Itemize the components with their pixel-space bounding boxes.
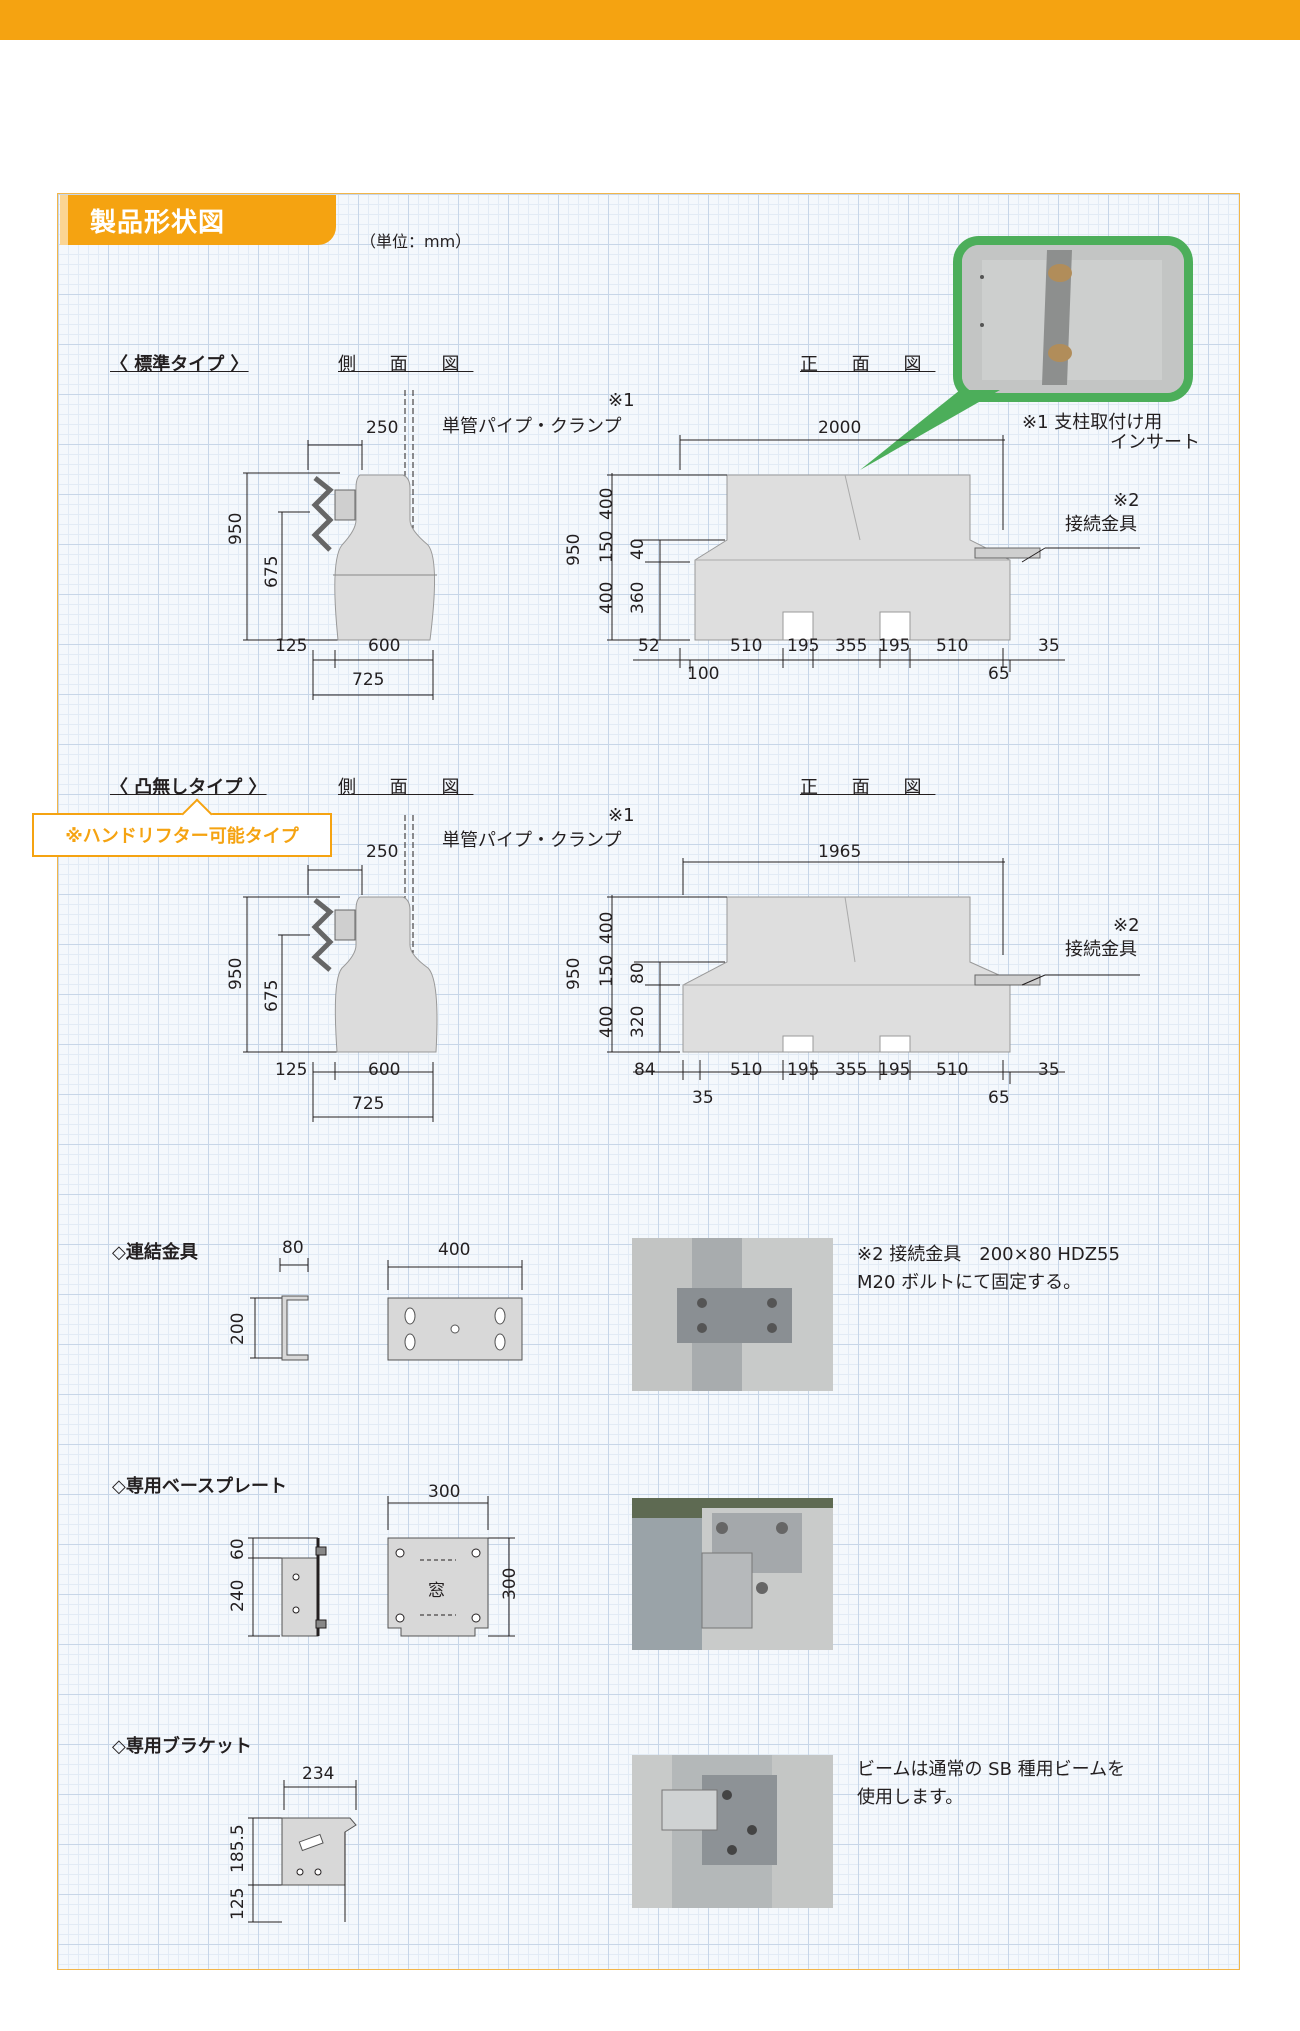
std-front-dim-sub-right: 65 [988, 664, 1010, 684]
bracket-photo [632, 1755, 833, 1908]
flat-pipe-clamp: 単管パイプ・クランプ [442, 830, 622, 851]
std-front-dim-b3: 195 [787, 636, 820, 656]
baseplate-window: 窓 [428, 1581, 445, 1601]
connector-label: ◇連結金具 [112, 1242, 198, 1263]
std-note2-mark: ※2 [1113, 490, 1140, 511]
flat-front-view [607, 858, 1140, 1084]
bracket-label: ◇専用ブラケット [112, 1736, 252, 1757]
standard-side-view [243, 390, 437, 700]
flat-front-dim-b4: 355 [835, 1060, 868, 1080]
flat-front-dim-b7: 35 [1038, 1060, 1060, 1080]
flat-front-dim-b3: 195 [787, 1060, 820, 1080]
flat-front-dim-width: 1965 [818, 842, 862, 862]
insert-photo-image [962, 245, 1184, 393]
baseplate-photo [632, 1498, 833, 1650]
connector-desc-line2: M20 ボルトにて固定する。 [857, 1272, 1082, 1293]
drawing-sheet [57, 193, 1240, 1970]
std-front-dim-b4: 355 [835, 636, 868, 656]
flat-front-dim-b6: 510 [936, 1060, 969, 1080]
std-front-dim-width: 2000 [818, 418, 862, 438]
bracket-desc-line1: ビームは通常の SB 種用ビームを [857, 1759, 1126, 1780]
flat-connector-label: 接続金具 [1065, 939, 1137, 960]
std-front-dim-b5: 195 [878, 636, 911, 656]
header-bar [0, 0, 1300, 40]
standard-side-view-label: 側 面 図 [338, 354, 474, 375]
flat-section-label: 〈 凸無しタイプ 〉 [110, 777, 267, 798]
std-front-dim-sub-left: 100 [687, 664, 720, 684]
connector-dim-w: 80 [282, 1238, 304, 1258]
insert-note-line2: インサート [1110, 432, 1200, 453]
flat-side-dim-left: 125 [275, 1060, 308, 1080]
flat-front-dim-b1: 84 [634, 1060, 656, 1080]
std-front-dim-b6: 510 [936, 636, 969, 656]
standard-front-view-label: 正 面 図 [800, 354, 936, 375]
connector-dim-len: 400 [438, 1240, 471, 1260]
flat-front-view-label: 正 面 図 [800, 777, 936, 798]
flat-front-dim-b5: 195 [878, 1060, 911, 1080]
flat-side-dim-base: 600 [368, 1060, 401, 1080]
std-pipe-clamp: 単管パイプ・クランプ [442, 416, 622, 437]
hand-lifter-callout: ※ハンドリフター可能タイプ [32, 813, 332, 857]
page-title-text: 製品形状図 [90, 207, 226, 238]
flat-side-dim-total: 725 [352, 1094, 385, 1114]
hand-lifter-callout-text: ※ハンドリフター可能タイプ [65, 826, 299, 847]
flat-side-view [243, 815, 438, 1122]
flat-front-dim-sub-right: 65 [988, 1088, 1010, 1108]
std-side-dim-top: 250 [366, 418, 399, 438]
std-connector-label: 接続金具 [1065, 514, 1137, 535]
standard-front-view [607, 435, 1140, 672]
bracket-dim-w: 234 [302, 1764, 335, 1784]
connector-desc-line1: ※2 接続金具 200×80 HDZ55 [857, 1244, 1120, 1265]
std-front-dim-b1: 52 [638, 636, 660, 656]
connector-photo [632, 1238, 833, 1391]
insert-photo [953, 236, 1193, 402]
bracket-dim-125: 125 [228, 1887, 248, 1920]
std-side-dim-base: 600 [368, 636, 401, 656]
unit-note: （単位：mm） [360, 232, 472, 251]
bracket-photo-image [632, 1755, 833, 1908]
standard-section-label: 〈 標準タイプ 〉 [110, 354, 249, 375]
std-side-dim-left: 125 [275, 636, 308, 656]
flat-side-dim-top: 250 [366, 842, 399, 862]
std-front-dim-b2: 510 [730, 636, 763, 656]
baseplate-label: ◇専用ベースプレート [112, 1476, 287, 1497]
std-front-dim-b7: 35 [1038, 636, 1060, 656]
insert-note-line1: ※1 支柱取付け用 [1022, 412, 1163, 433]
baseplate-dim-w: 300 [428, 1482, 461, 1502]
flat-front-dim-b2: 510 [730, 1060, 763, 1080]
bracket-dim-185: 185.5 [228, 1824, 248, 1873]
flat-note2-mark: ※2 [1113, 915, 1140, 936]
flat-note1-mark: ※1 [608, 805, 635, 826]
std-note1-mark: ※1 [608, 390, 635, 411]
page-title: 製品形状図 [60, 195, 336, 245]
flat-front-dim-sub-left: 35 [692, 1088, 714, 1108]
insert-callout-pointer [860, 390, 1000, 470]
flat-side-view-label: 側 面 図 [338, 777, 474, 798]
connector-photo-image [632, 1238, 833, 1391]
baseplate-photo-image [632, 1498, 833, 1650]
bracket-desc-line2: 使用します。 [857, 1787, 964, 1808]
std-side-dim-total: 725 [352, 670, 385, 690]
